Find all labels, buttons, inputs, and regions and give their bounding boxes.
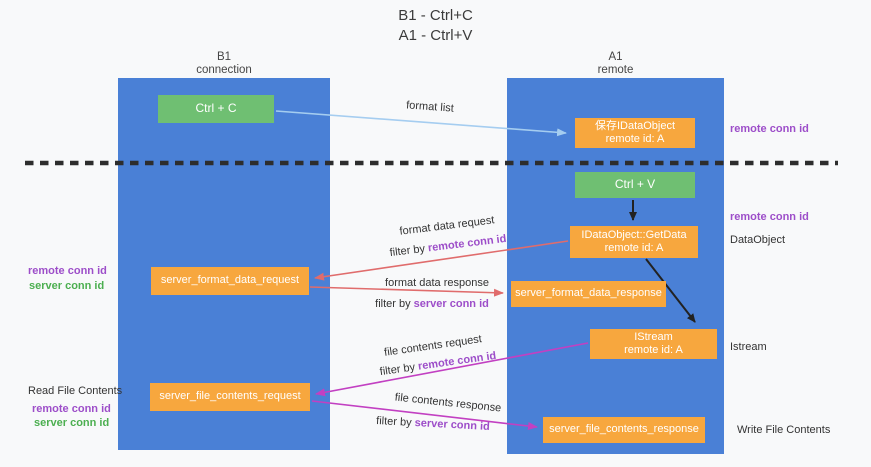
- server-conn-id-text: server conn id: [413, 298, 489, 310]
- server-file-contents-response-label: server_file_contents_response: [549, 423, 699, 436]
- diagram-title: B1 - Ctrl+C A1 - Ctrl+V: [0, 6, 871, 46]
- getdata-line1: IDataObject::GetData: [581, 228, 687, 241]
- remote-conn-id-right-top: remote conn id: [730, 123, 809, 135]
- save-dataobject-node: 保存IDataObject remote id: A: [575, 118, 695, 148]
- istream-side-label: Istream: [730, 341, 767, 353]
- save-dataobject-line1: 保存IDataObject: [594, 119, 676, 132]
- right-column-name: A1: [608, 51, 623, 63]
- server-format-data-response-node: server_format_data_response: [511, 281, 666, 307]
- file-contents-request-arrow: [315, 342, 589, 397]
- left-column-name: B1: [216, 51, 232, 63]
- filter-by-server-conn-id-label-1: filter by server conn id: [375, 298, 489, 310]
- format-data-response-arrow: [309, 286, 504, 297]
- ctrl-v-node: Ctrl + V: [575, 172, 695, 198]
- istream-line1: IStream: [634, 330, 673, 343]
- server-file-contents-request-node: server_file_contents_request: [150, 383, 310, 411]
- istream-line2: remote id: A: [624, 344, 683, 356]
- format-list-arrow: [275, 110, 567, 137]
- remote-conn-id-right-mid: remote conn id: [730, 211, 809, 223]
- ctrl-c-label: Ctrl + C: [195, 101, 237, 116]
- getdata-node: IDataObject::GetData remote id: A: [570, 226, 698, 258]
- istream-node: IStream remote id: A: [590, 329, 717, 359]
- getdata-line2: remote id: A: [604, 242, 664, 254]
- getdata-to-istream-arrow: [645, 258, 696, 323]
- server-format-data-response-label: server_format_data_response: [515, 287, 662, 300]
- remote-conn-id-left-1: remote conn id: [28, 265, 107, 277]
- save-dataobject-line2: remote id: A: [605, 133, 665, 145]
- read-file-contents-label: Read File Contents: [28, 385, 123, 397]
- title-line-1: B1 - Ctrl+C: [398, 7, 473, 24]
- write-file-contents-label: Write File Contents: [737, 424, 831, 436]
- format-data-request-arrow: [314, 240, 569, 281]
- ctrl-v-label: Ctrl + V: [614, 177, 656, 192]
- format-data-response-label: format data response: [385, 277, 489, 289]
- server-file-contents-response-node: server_file_contents_response: [543, 417, 705, 443]
- left-column-role: connection: [196, 64, 252, 76]
- right-column-role: remote: [597, 64, 634, 76]
- file-contents-response-arrow: [311, 400, 538, 430]
- server-format-data-request-node: server_format_data_request: [151, 267, 309, 295]
- server-file-contents-request-label: server_file_contents_request: [159, 390, 301, 403]
- server-conn-id-left-1: server conn id: [29, 280, 105, 292]
- ctrl-c-node: Ctrl + C: [158, 95, 274, 123]
- dataobject-label: DataObject: [730, 234, 786, 246]
- right-column-header: A1 remote: [507, 51, 724, 77]
- remote-conn-id-left-2: remote conn id: [32, 403, 111, 415]
- title-line-2: A1 - Ctrl+V: [398, 27, 473, 44]
- server-conn-id-left-2: server conn id: [34, 417, 110, 429]
- server-format-data-request-label: server_format_data_request: [160, 274, 300, 287]
- filter-by-text: filter by: [375, 415, 412, 429]
- left-column-header: B1 connection: [118, 51, 330, 77]
- filter-by-text: filter by: [375, 298, 411, 310]
